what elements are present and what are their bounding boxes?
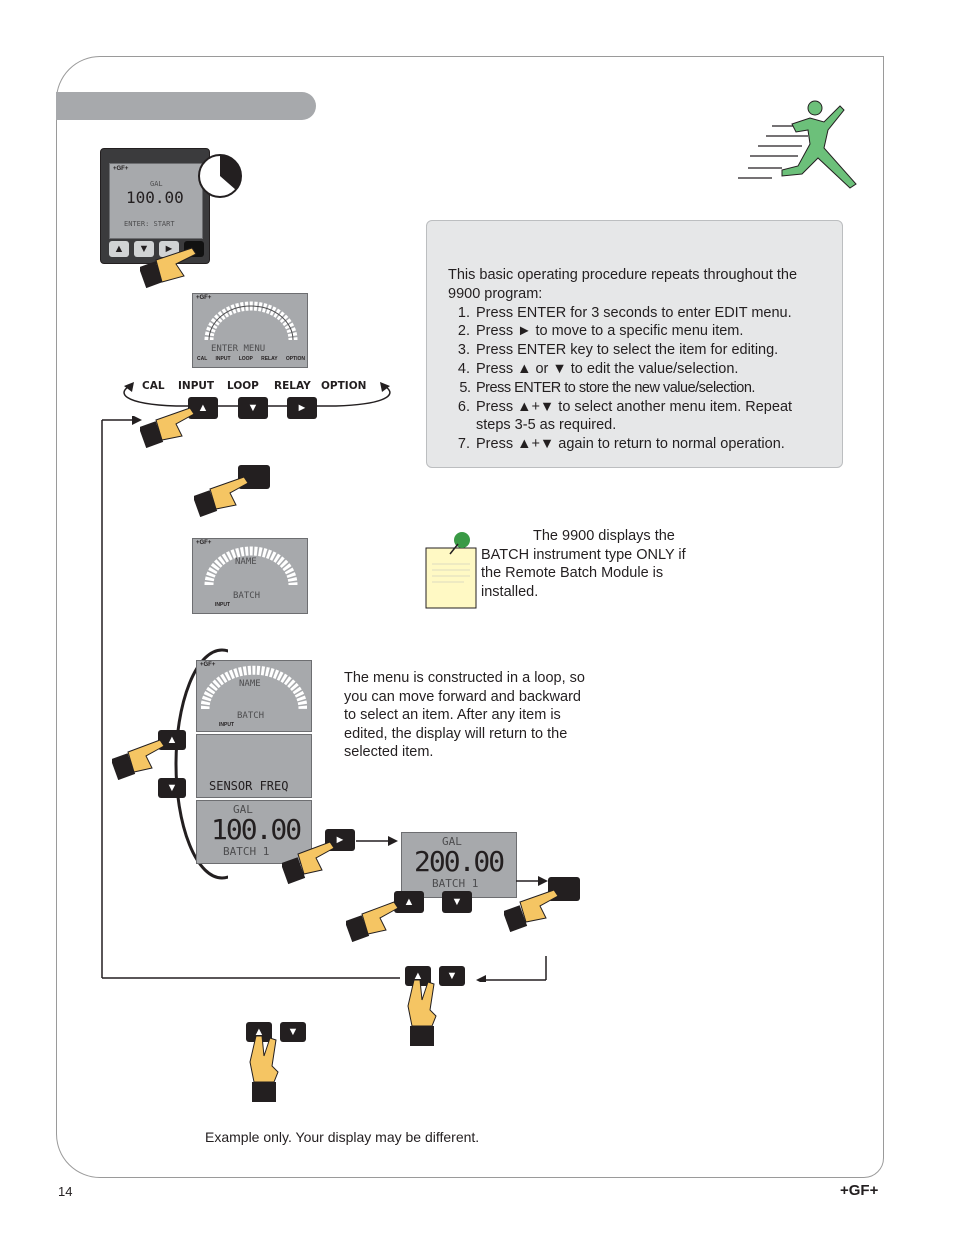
screen-brand: +GF+	[200, 662, 216, 668]
note-text: The 9900 displays the BATCH instrument t…	[481, 527, 696, 601]
device-value: 100.00	[126, 188, 184, 207]
loop-explanation: The menu is constructed in a loop, so yo…	[344, 670, 585, 761]
screen-line1: NAME	[235, 557, 257, 567]
procedure-steps: Press ENTER for 3 seconds to enter EDIT …	[448, 304, 828, 454]
page-number: 14	[58, 1184, 73, 1199]
hand-press-icon	[140, 247, 197, 289]
hand-press-icon	[140, 407, 195, 448]
screen-title: ENTER MENU	[211, 344, 266, 354]
hand-press-icon	[504, 889, 559, 932]
return-path-lines	[101, 416, 547, 982]
device-front: +GF+ GAL 100.00 ENTER: START ▲ ▼ ►	[100, 148, 210, 264]
device-brand: +GF+	[113, 166, 129, 172]
procedure-step: Press ► to move to a specific menu item.	[474, 322, 828, 341]
loop-up-key[interactable]: ▲	[158, 730, 186, 750]
screen-line2: BATCH	[233, 591, 261, 601]
screen-enter-menu: +GF+ ENTER MENU CAL INPUT LOOP RELAY OPT…	[192, 293, 308, 368]
bargraph-arc	[204, 301, 298, 340]
screen-menu-item: RELAY	[261, 356, 278, 362]
exit-down-key[interactable]: ▼	[280, 1022, 306, 1042]
down-key[interactable]: ▼	[238, 397, 268, 419]
procedure-step: Press ▲ or ▼ to edit the value/selection…	[474, 360, 828, 379]
section-header-bar	[56, 92, 316, 120]
screen-value: 100.00	[211, 813, 302, 846]
screen-value: 200.00	[414, 845, 505, 878]
exit-up-key[interactable]: ▲	[246, 1022, 272, 1042]
two-finger-hand-icon	[249, 1035, 279, 1102]
two-finger-hand-icon	[407, 979, 437, 1046]
screen-menu-item: CAL	[197, 356, 208, 362]
menu-label-loop: LOOP	[227, 380, 259, 392]
bargraph-arc	[201, 665, 307, 709]
procedure-text: This basic operating procedure repeats t…	[448, 266, 828, 454]
screen-line2: BATCH	[237, 711, 265, 721]
hand-press-icon	[346, 901, 399, 942]
procedure-step: Press ENTER for 3 seconds to enter EDIT …	[474, 304, 828, 323]
device-right-key[interactable]: ►	[159, 241, 179, 257]
screen-menu-item: OPTION	[285, 356, 305, 362]
hand-press-icon	[112, 739, 165, 780]
menu-label-cal: CAL	[142, 380, 165, 392]
combo-down-key[interactable]: ▼	[439, 966, 465, 986]
screen-menu-item: LOOP	[238, 356, 253, 362]
arrow-right-icon	[356, 836, 398, 846]
edit-up-key[interactable]: ▲	[394, 891, 424, 913]
procedure-step: Press ▲+▼ to select another menu item. R…	[474, 398, 828, 436]
screen-batch-edit: GAL 200.00 BATCH 1	[401, 832, 517, 898]
footer-note: Example only. Your display may be differ…	[205, 1129, 480, 1145]
up-key[interactable]: ▲	[188, 397, 218, 419]
screen-batch-value: GAL 100.00 BATCH 1	[196, 800, 312, 864]
combo-up-key[interactable]: ▲	[405, 966, 431, 986]
screen-brand: +GF+	[196, 295, 212, 301]
screen-units: GAL	[442, 835, 462, 848]
bargraph-arc	[204, 546, 298, 585]
menu-label-option: OPTION	[321, 380, 367, 392]
loop-down-key[interactable]: ▼	[158, 778, 186, 798]
screen-tag: INPUT	[215, 602, 230, 608]
procedure-step: Press ENTER to store the new value/selec…	[474, 379, 828, 398]
loop-ellipse	[174, 648, 228, 880]
device-units: GAL	[150, 180, 163, 188]
screen-brand: +GF+	[196, 540, 212, 546]
screen-sensor-freq: SENSOR FREQ	[196, 734, 312, 798]
device-down-key[interactable]: ▼	[134, 241, 154, 257]
hand-press-icon	[282, 841, 335, 885]
brand-logo: +GF+	[840, 1182, 879, 1199]
quick-start-runner-icon	[738, 100, 857, 189]
menu-label-input: INPUT	[178, 380, 215, 392]
screen-line: SENSOR FREQ	[209, 779, 289, 793]
screen-menu-item: INPUT	[215, 356, 231, 362]
device-prompt: ENTER: START	[124, 220, 175, 228]
screen-label: BATCH 1	[432, 877, 479, 890]
screen-name-batch: +GF+ NAME BATCH INPUT	[192, 538, 308, 614]
edit-down-key[interactable]: ▼	[442, 891, 472, 913]
procedure-intro: This basic operating procedure repeats t…	[448, 267, 798, 302]
device-up-key[interactable]: ▲	[109, 241, 129, 257]
screen-tag: INPUT	[219, 722, 234, 728]
screen-label: BATCH 1	[223, 845, 270, 858]
right-key[interactable]: ►	[287, 397, 317, 419]
screen-name-batch-2: +GF+ NAME BATCH INPUT	[196, 660, 312, 732]
timer-icon	[198, 154, 242, 198]
screen-menu-items: CAL INPUT LOOP RELAY OPTION	[197, 356, 305, 362]
procedure-step: Press ENTER key to select the item for e…	[474, 341, 828, 360]
note-body: The 9900 displays the BATCH instrument t…	[481, 528, 686, 600]
page-frame	[56, 56, 884, 1178]
screen-units: GAL	[233, 803, 253, 816]
screen-line1: NAME	[239, 679, 261, 689]
arrow-right-icon	[516, 876, 548, 886]
note-icon	[425, 532, 477, 609]
procedure-box	[426, 220, 843, 468]
hand-press-icon	[194, 476, 249, 517]
procedure-step: Press ▲+▼ again to return to normal oper…	[474, 435, 828, 454]
device-lcd: +GF+ GAL 100.00 ENTER: START	[109, 163, 203, 239]
menu-label-relay: RELAY	[274, 380, 311, 392]
